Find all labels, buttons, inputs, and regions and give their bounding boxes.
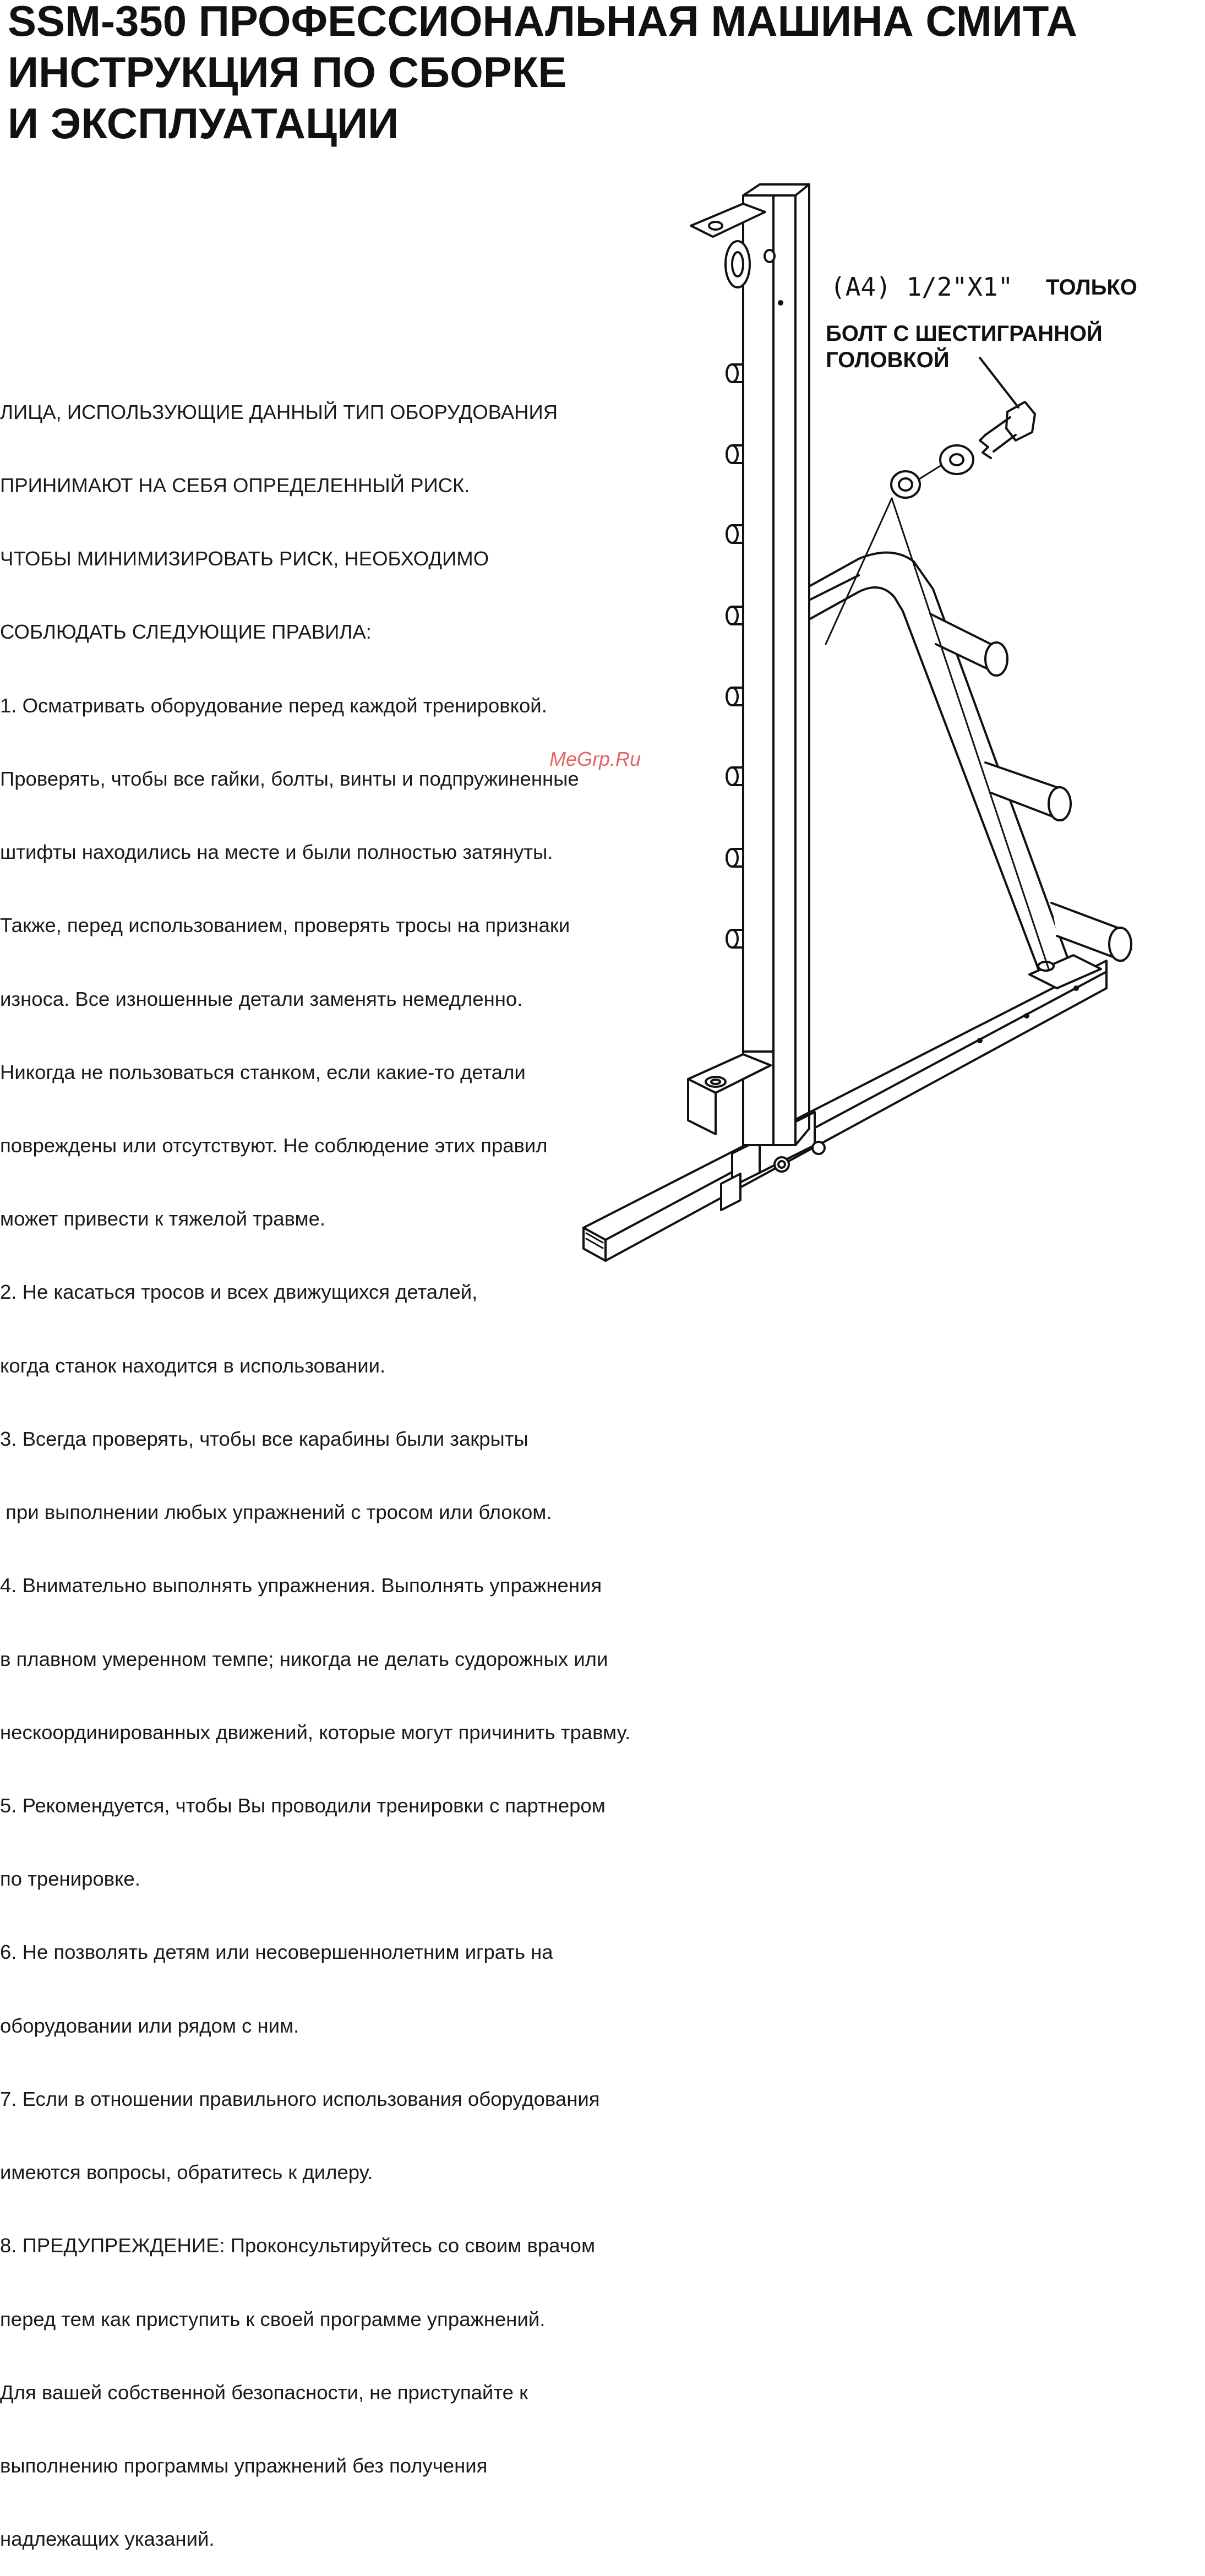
rule-line: выполнению программы упражнений без полу… xyxy=(0,2454,488,2477)
rule-line: 5. Рекомендуется, чтобы Вы проводили тре… xyxy=(0,1794,606,1817)
rule-line: СОБЛЮДАТЬ СЛЕДУЮЩИЕ ПРАВИЛА: xyxy=(0,620,372,644)
rule-line: 3. Всегда проверять, чтобы все карабины … xyxy=(0,1427,528,1450)
document-title: SSM-350 ПРОФЕССИОНАЛЬНАЯ МАШИНА СМИТА ИН… xyxy=(8,0,1077,149)
rule-line: надлежащих указаний. xyxy=(0,2528,215,2551)
rule-line: штифты находились на месте и были полнос… xyxy=(0,841,553,864)
rule-line: 2. Не касаться тросов и всех движущихся … xyxy=(0,1281,478,1304)
weight-horn xyxy=(984,761,1072,821)
rule-line: когда станок находится в использовании. xyxy=(0,1354,386,1377)
part-code: (A4) 1/2"X1" xyxy=(830,272,1013,302)
flat-washer xyxy=(939,444,974,475)
rule-line: повреждены или отсутствуют. Не соблюдени… xyxy=(0,1134,548,1157)
rule-line: имеются вопросы, обратитесь к дилеру. xyxy=(0,2161,373,2184)
rule-line: при выполнении любых упражнений с тросом… xyxy=(0,1501,552,1524)
rule-line: по тренировке. xyxy=(0,1867,140,1891)
rule-line: 7. Если в отношении правильного использо… xyxy=(0,2087,600,2110)
watermark: MeGrp.Ru xyxy=(549,748,641,770)
title-line: И ЭКСПЛУАТАЦИИ xyxy=(8,99,399,148)
base-rail xyxy=(582,960,1108,1262)
rule-line: 1. Осматривать оборудование перед каждой… xyxy=(0,694,547,717)
rule-line: Проверять, чтобы все гайки, болты, винты… xyxy=(0,767,579,790)
rule-line: Также, перед использованием, проверять т… xyxy=(0,914,570,937)
rule-line: 6. Не позволять детям или несовершенноле… xyxy=(0,1941,553,1964)
title-line: SSM-350 ПРОФЕССИОНАЛЬНАЯ МАШИНА СМИТА xyxy=(8,0,1077,45)
rule-line: нескоординированных движений, которые мо… xyxy=(0,1720,631,1744)
upright-post xyxy=(687,183,810,1146)
part-qualifier: ТОЛЬКО xyxy=(1046,275,1137,299)
rule-line: ЛИЦА, ИСПОЛЬЗУЮЩИЕ ДАННЫЙ ТИП ОБОРУДОВАН… xyxy=(0,400,558,423)
rule-line: оборудовании или рядом с ним. xyxy=(0,2014,299,2037)
horn-support xyxy=(808,551,1132,989)
leader-lines xyxy=(825,464,1050,970)
upright-pegs xyxy=(726,363,744,949)
rule-line: Для вашей собственной безопасности, не п… xyxy=(0,2381,528,2404)
lock-washer xyxy=(890,470,921,499)
rule-line: ПРИНИМАЮТ НА СЕБЯ ОПРЕДЕЛЕННЫЙ РИСК. xyxy=(0,474,470,497)
rule-line: в плавном умеренном темпе; никогда не де… xyxy=(0,1647,608,1670)
rule-line: износа. Все изношенные детали заменять н… xyxy=(0,987,523,1010)
rule-line: Никогда не пользоваться станком, если ка… xyxy=(0,1060,526,1083)
rule-line: 4. Внимательно выполнять упражнения. Вып… xyxy=(0,1574,602,1597)
part-description: БОЛТ С ШЕСТИГРАННОЙ ГОЛОВКОЙ xyxy=(826,320,1103,373)
assembly-drawing xyxy=(582,183,1132,1262)
rule-line: перед тем как приступить к своей програм… xyxy=(0,2307,546,2330)
weight-horn xyxy=(1050,902,1132,962)
rule-line: ЧТОБЫ МИНИМИЗИРОВАТЬ РИСК, НЕОБХОДИМО xyxy=(0,547,489,570)
weight-horn xyxy=(929,613,1008,677)
hex-bolt xyxy=(979,357,1036,459)
rule-line: 8. ПРЕДУПРЕЖДЕНИЕ: Проконсультируйтесь с… xyxy=(0,2234,596,2257)
part-description-line: БОЛТ С ШЕСТИГРАННОЙ xyxy=(826,322,1103,346)
rule-line: может привести к тяжелой травме. xyxy=(0,1207,326,1230)
part-description-line: ГОЛОВКОЙ xyxy=(826,348,950,372)
title-line: ИНСТРУКЦИЯ ПО СБОРКЕ xyxy=(8,48,567,96)
